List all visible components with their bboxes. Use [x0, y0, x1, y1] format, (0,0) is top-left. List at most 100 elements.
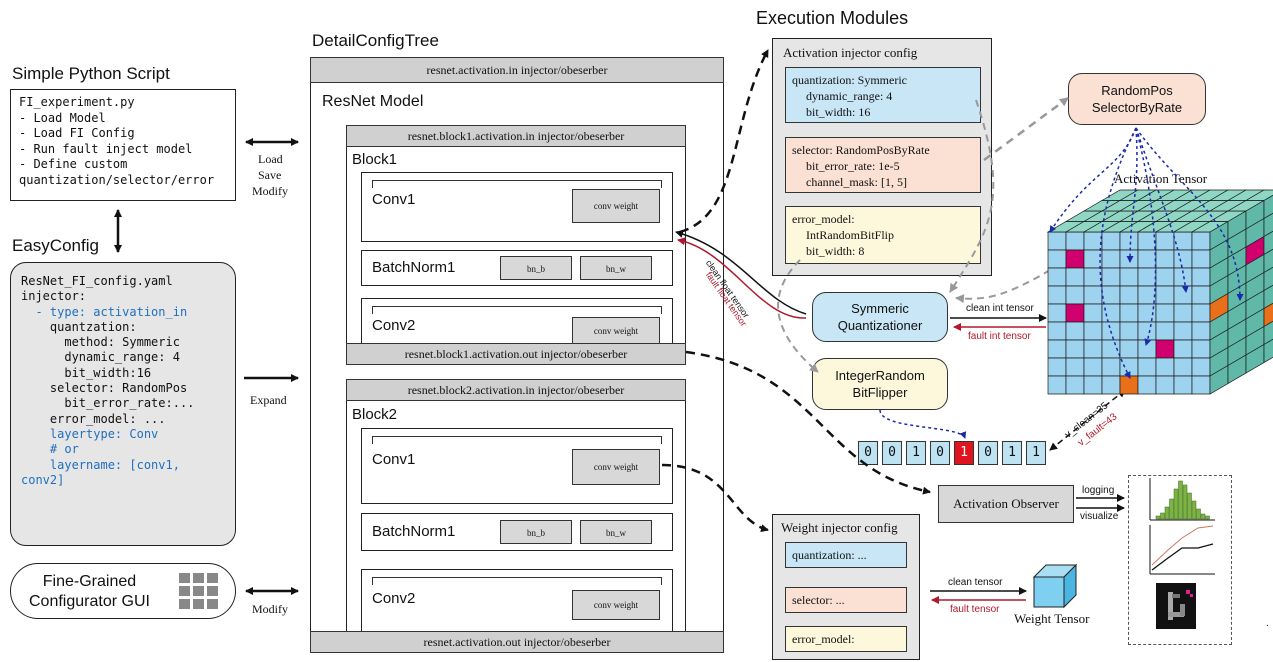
act-selector-box[interactable]: selector: RandomPosByRate bit_error_rate…	[785, 137, 981, 193]
histogram-bar	[1155, 515, 1161, 520]
fault-tensor-label: fault tensor	[950, 604, 1000, 615]
quantizer-line: Symmeric	[851, 301, 909, 316]
tensor-cell	[1155, 375, 1175, 395]
random-pos-line: RandomPos	[1101, 83, 1173, 98]
tensor-cell	[1065, 249, 1085, 269]
symmetric-quantizationer[interactable]: Symmeric Quantizationer	[812, 292, 948, 342]
b1-conv1-box[interactable]: Conv1 conv weight	[361, 172, 673, 242]
tensor-cell	[1083, 285, 1103, 305]
b2-conv1-box[interactable]: Conv1 conv weight	[361, 428, 673, 504]
top-injector-bar[interactable]: resnet.activation.in injector/obeserber	[310, 57, 724, 83]
bottom-injector-bar[interactable]: resnet.activation.out injector/obeserber	[310, 631, 724, 653]
b2-bn-w[interactable]: bn_w	[580, 520, 652, 544]
bit-cell: 1	[1002, 441, 1022, 465]
act-error-line: error_model:	[792, 212, 855, 226]
tensor-cell	[1065, 303, 1085, 323]
block2-in-bar[interactable]: resnet.block2.activation.in injector/obe…	[346, 379, 686, 401]
modify-label: Modify	[252, 184, 288, 198]
b2-bn-b[interactable]: bn_b	[500, 520, 572, 544]
visualize-label: visualize	[1080, 511, 1119, 522]
b2-conv2-weight[interactable]: conv weight	[572, 590, 660, 620]
flipper-line: IntegerRandom	[835, 368, 925, 383]
b1-bn-b[interactable]: bn_b	[500, 256, 572, 280]
tensor-cell	[1047, 285, 1067, 305]
tensor-cell	[1083, 357, 1103, 377]
act-quant-box[interactable]: quantization: Symmeric dynamic_range: 4 …	[785, 67, 981, 123]
tensor-cell	[1101, 303, 1121, 323]
act-quant-line: dynamic_range: 4	[806, 89, 893, 103]
tensor-cell	[1155, 231, 1175, 251]
grid-icon	[179, 573, 223, 611]
tensor-cell	[1119, 303, 1139, 323]
fault-float-arrow	[677, 237, 807, 319]
block2-conv1-to-weight-config	[661, 463, 769, 533]
act-error-box[interactable]: error_model: IntRandomBitFlip bit_width:…	[785, 206, 981, 264]
dot-mark: .	[1266, 618, 1269, 629]
tensor-cell	[1191, 231, 1211, 251]
yaml-line: bit_error_rate:...	[21, 396, 195, 411]
tensor-cell	[1065, 267, 1085, 287]
tensor-cell	[1137, 285, 1157, 305]
weight-quant-box[interactable]: quantization: ...	[785, 542, 907, 568]
configurator-gui-box[interactable]: Fine-Grained Configurator GUI	[10, 563, 236, 619]
b1-conv2-box[interactable]: Conv2 conv weight	[361, 298, 673, 348]
tensor-cell	[1137, 375, 1157, 395]
tensor-cell	[1101, 285, 1121, 305]
weight-injector-config[interactable]: Weight injector config quantization: ...…	[772, 514, 920, 660]
tensor-cell	[1047, 249, 1067, 269]
histogram-bar	[1173, 488, 1179, 520]
tensor-cell	[1083, 267, 1103, 287]
tensor-cell	[1173, 339, 1193, 359]
tensor-cell	[1137, 231, 1157, 251]
yaml-line: bit_width:16	[21, 365, 152, 380]
tensor-cell	[1047, 375, 1067, 395]
python-script-box[interactable]: FI_experiment.py - Load Model - Load FI …	[10, 89, 236, 201]
histogram-plot	[1149, 478, 1215, 521]
histogram-bar	[1160, 512, 1165, 520]
b2-bn-box[interactable]: BatchNorm1 bn_b bn_w	[361, 513, 673, 551]
tensor-cell	[1137, 321, 1157, 341]
activation-observer[interactable]: Activation Observer	[938, 485, 1074, 523]
b1-conv2-weight[interactable]: conv weight	[572, 317, 660, 345]
tensor-side-cell	[1263, 266, 1273, 292]
tensor-cell	[1191, 285, 1211, 305]
weight-tensor-label: Weight Tensor	[1014, 611, 1090, 626]
clean-float-arrow	[675, 230, 807, 315]
b1-bn-w[interactable]: bn_w	[580, 256, 652, 280]
block1-in-bar[interactable]: resnet.block1.activation.in injector/obe…	[346, 125, 686, 147]
b1-conv1-weight[interactable]: conv weight	[572, 189, 660, 223]
tensor-side-cell	[1263, 338, 1273, 364]
tensor-cell	[1191, 375, 1211, 395]
b1-conv2-label: Conv2	[372, 317, 416, 334]
flipper-line: BitFlipper	[852, 385, 908, 400]
b2-conv2-box[interactable]: Conv2 conv weight	[361, 569, 673, 631]
b1-bn-box[interactable]: BatchNorm1 bn_b bn_w	[361, 250, 673, 286]
block1-out-bar[interactable]: resnet.block1.activation.out injector/ob…	[346, 343, 686, 365]
bit-cell: 0	[930, 441, 950, 465]
b2-conv1-weight[interactable]: conv weight	[572, 449, 660, 485]
error-cfg-link	[777, 259, 819, 373]
modify-gui-label: Modify	[252, 602, 288, 616]
bit-vector: 0 0 1 0 1 0 1 1	[858, 441, 1048, 465]
tensor-cell	[1119, 339, 1139, 359]
tensor-cell	[1047, 231, 1067, 251]
activation-injector-config[interactable]: Activation injector config quantization:…	[772, 38, 992, 276]
tensor-side-cell	[1263, 212, 1273, 238]
act-error-line: IntRandomBitFlip	[806, 228, 895, 242]
tensor-side-cell	[1263, 194, 1273, 220]
weight-selector-box[interactable]: selector: ...	[785, 587, 907, 613]
random-pos-selector[interactable]: RandomPos SelectorByRate	[1068, 73, 1206, 125]
script-line: FI_experiment.py	[19, 95, 135, 109]
integer-random-bitflipper[interactable]: IntegerRandom BitFlipper	[812, 358, 948, 410]
tensor-cell	[1119, 249, 1139, 269]
script-line: - Run fault inject model	[19, 141, 193, 156]
tensor-cell	[1119, 267, 1139, 287]
gui-label-line: Configurator GUI	[29, 593, 150, 610]
tensor-cell	[1065, 357, 1085, 377]
act-cfg-title: Activation injector config	[783, 45, 918, 60]
digit-image	[1156, 583, 1196, 629]
tensor-cell	[1155, 321, 1175, 341]
weight-error-box[interactable]: error_model:	[785, 626, 907, 652]
